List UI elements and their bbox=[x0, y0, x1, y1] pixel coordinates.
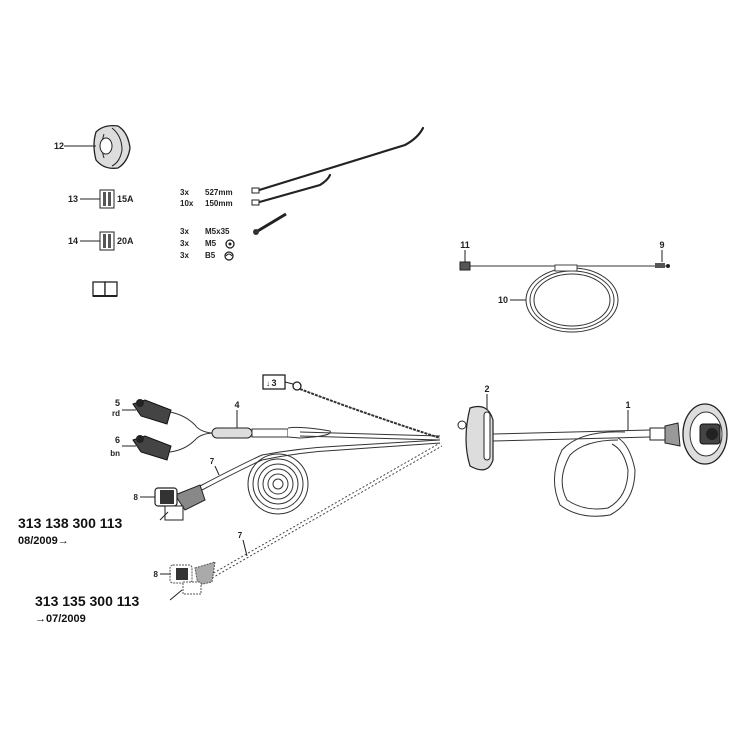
callout-13: 13 bbox=[68, 194, 78, 204]
part-number-old: 313 135 300 113 bbox=[35, 593, 140, 609]
validity-old: →07/2009 bbox=[35, 613, 86, 625]
callout-7b: 7 bbox=[238, 531, 243, 540]
wire-color-bn: bn bbox=[110, 449, 120, 458]
cable-coil bbox=[247, 453, 309, 515]
cable-tie-150mm: 150mm bbox=[205, 199, 233, 208]
main-harness: 3 ↓ 4 5 rd 6 bn bbox=[110, 374, 728, 601]
svg-text:3x: 3x bbox=[180, 239, 189, 248]
part-10-extension-lead: 11 9 10 bbox=[459, 240, 670, 333]
callout-4: 4 bbox=[234, 400, 239, 410]
part-1-main-cable: 1 bbox=[492, 400, 651, 517]
washer-b5: B5 bbox=[205, 251, 216, 260]
manual-book-icon bbox=[92, 281, 118, 297]
screw-icon bbox=[253, 212, 287, 235]
connector-8-13pin-old: 8 bbox=[154, 561, 216, 601]
cable-tie-short-icon bbox=[254, 173, 332, 205]
part-14-fuse-20a: 14 20A bbox=[68, 231, 134, 251]
callout-10: 10 bbox=[498, 295, 508, 305]
svg-text:3x: 3x bbox=[180, 188, 189, 197]
part-2-grommet: 2 bbox=[440, 384, 494, 471]
connector-8-13pin-new: 8 bbox=[134, 484, 206, 521]
13-pin-socket bbox=[649, 403, 728, 465]
variant-old: 313 135 300 113 →07/2009 bbox=[35, 593, 140, 625]
nut-m5: M5 bbox=[205, 239, 217, 248]
washer-icon bbox=[224, 251, 234, 261]
callout-7a: 7 bbox=[210, 457, 215, 466]
callout-9: 9 bbox=[659, 240, 664, 250]
hardware-list: 3x 527mm 10x 150mm 3x M5x35 3x M5 3x B5 bbox=[180, 188, 233, 260]
nut-icon bbox=[225, 239, 235, 249]
validity-new: 08/2009→ bbox=[18, 535, 69, 547]
callout-14: 14 bbox=[68, 236, 78, 246]
callout-12: 12 bbox=[54, 141, 64, 151]
variant-new: 313 138 300 113 08/2009→ bbox=[18, 515, 123, 547]
callout-1: 1 bbox=[625, 400, 630, 410]
wire-color-rd: rd bbox=[112, 409, 120, 418]
fuse-rating-15a: 15A bbox=[117, 194, 134, 204]
connector-5-rd: 5 rd bbox=[112, 398, 172, 425]
screw-m5x35: M5x35 bbox=[205, 227, 230, 236]
callout-6: 6 bbox=[115, 435, 120, 445]
ground-symbol-icon: ↓ bbox=[266, 379, 270, 388]
part-number-new: 313 138 300 113 bbox=[18, 515, 123, 531]
callout-3: 3 bbox=[271, 378, 276, 388]
fuse-rating-20a: 20A bbox=[117, 236, 134, 246]
svg-text:10x: 10x bbox=[180, 199, 194, 208]
callout-8b: 8 bbox=[154, 570, 159, 579]
cable-tie-long-icon bbox=[254, 126, 425, 193]
svg-text:3x: 3x bbox=[180, 251, 189, 260]
part-13-fuse-15a: 13 15A bbox=[68, 189, 134, 209]
callout-5: 5 bbox=[115, 398, 120, 408]
callout-11: 11 bbox=[460, 240, 470, 250]
callout-8a: 8 bbox=[134, 493, 139, 502]
svg-text:3x: 3x bbox=[180, 227, 189, 236]
callout-2: 2 bbox=[484, 384, 489, 394]
connector-6-bn: 6 bn bbox=[110, 435, 172, 461]
part-12-cap: 12 bbox=[54, 124, 131, 169]
cable-tie-527mm: 527mm bbox=[205, 188, 233, 197]
